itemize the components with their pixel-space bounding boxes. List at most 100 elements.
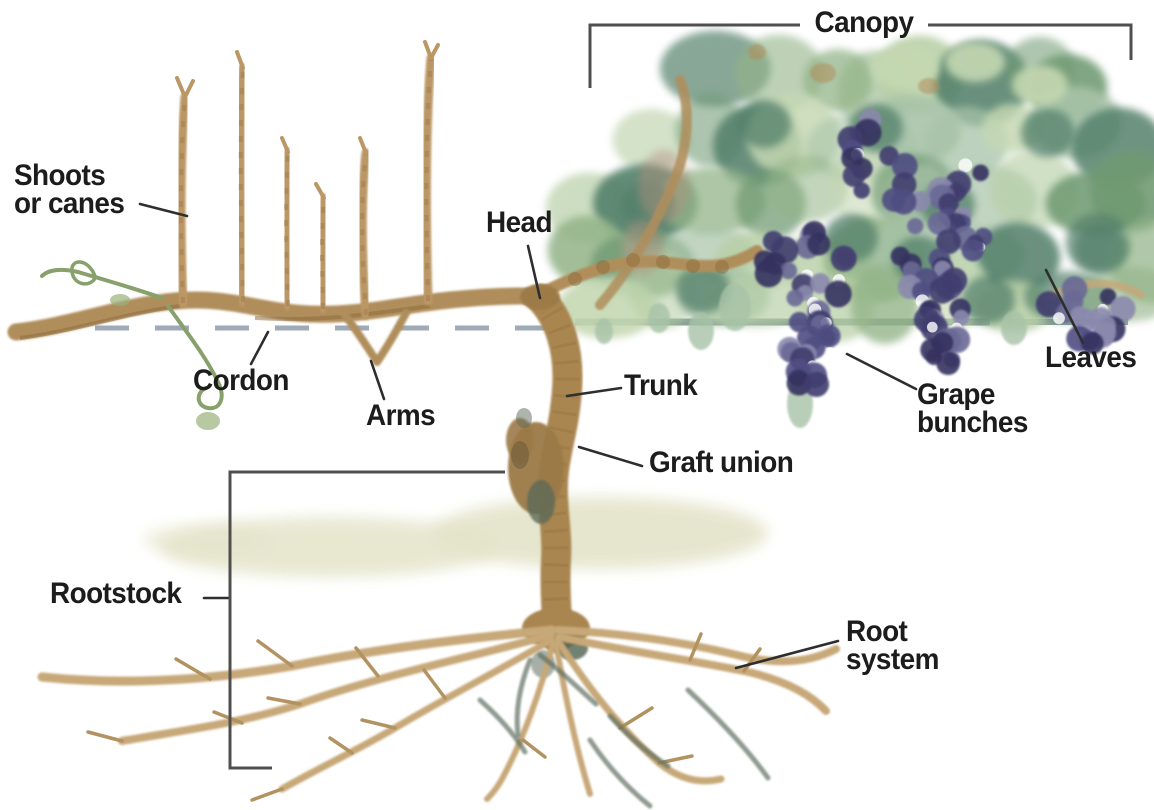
- hanging-leaf: [648, 303, 670, 333]
- grape-berry: [881, 187, 906, 212]
- root-main: [555, 633, 830, 715]
- grape-berry: [1081, 332, 1104, 355]
- shoot-texture: [179, 96, 187, 304]
- grape-berry: [830, 245, 857, 272]
- bark-patch: [511, 441, 529, 469]
- hanging-leaf: [595, 318, 613, 344]
- shoot-cane: [421, 53, 436, 306]
- root-main: [118, 631, 555, 745]
- shoot-texture: [284, 151, 290, 307]
- branch-knob: [626, 253, 640, 267]
- leader-root-system: [734, 639, 840, 670]
- label-arms: Arms: [366, 399, 436, 432]
- label-cordon: Cordon: [193, 364, 289, 397]
- root-branchlet: [86, 730, 124, 743]
- shoot-texture: [320, 197, 326, 310]
- root-branchlet: [521, 738, 547, 759]
- grape-berry: [824, 280, 852, 308]
- label-head: Head: [486, 206, 553, 239]
- canopy-bracket-left: [588, 23, 800, 88]
- root-branchlet: [266, 696, 302, 706]
- canopy-bracket-right: [928, 23, 1133, 60]
- grape-berry: [936, 351, 960, 376]
- cordon-branch: [7, 287, 552, 341]
- label-root-system: Root system: [846, 615, 939, 676]
- shoot-fork: [358, 136, 368, 155]
- painting-layer: [7, 30, 1154, 809]
- root-main: [554, 626, 840, 666]
- leader-shoots-or-canes: [138, 202, 189, 218]
- root-branchlet: [212, 710, 244, 725]
- label-shoots-or-canes: Shoots or canes: [14, 159, 125, 220]
- paint-shape: [432, 497, 768, 569]
- root-system-illustration: [37, 625, 840, 809]
- cordon-shadow: [19, 304, 181, 340]
- root-dark-accent: [477, 697, 528, 755]
- grape-bunch-top: [837, 108, 882, 199]
- tendril-leaf: [196, 412, 220, 430]
- tendril: [40, 260, 224, 430]
- brackets: [228, 23, 1133, 770]
- label-leaves: Leaves: [1045, 341, 1137, 374]
- root-dark-accent: [514, 657, 533, 738]
- grape-berry: [842, 164, 866, 187]
- hanging-leaf: [719, 283, 751, 331]
- root-main: [484, 640, 556, 802]
- shoot-fork: [314, 182, 326, 200]
- hanging-leaf: [1001, 311, 1027, 345]
- grape-highlight: [926, 321, 938, 333]
- leader-lines: [138, 202, 1085, 670]
- label-trunk: Trunk: [624, 369, 698, 402]
- grape-berry: [780, 262, 798, 280]
- paint-shape: [160, 517, 500, 577]
- arms-fork: [338, 307, 410, 366]
- hanging-leaf: [688, 312, 714, 350]
- foliage-dark-clump: [1021, 109, 1075, 157]
- leader-graft-union: [577, 445, 644, 468]
- foliage-dark-clump: [1074, 225, 1128, 273]
- grape-berry: [853, 182, 870, 199]
- grape-berry: [936, 229, 961, 255]
- root-branchlet: [174, 657, 212, 681]
- foliage-dark-clump: [961, 276, 1015, 324]
- shoot-fork: [280, 136, 290, 154]
- grape-berry: [928, 276, 956, 304]
- grape-highlight: [824, 347, 836, 358]
- grape-berry: [786, 289, 804, 307]
- root-branchlet: [354, 646, 380, 678]
- moss-patch: [516, 408, 532, 428]
- branch-knob: [715, 260, 729, 274]
- grape-berry: [809, 273, 831, 294]
- leader-grape-bunches: [845, 352, 918, 391]
- root-branchlet: [360, 718, 397, 730]
- root-branchlet: [618, 706, 654, 730]
- root-dark-accent: [607, 713, 671, 769]
- label-grape-bunches: Grape bunches: [917, 378, 1028, 439]
- paint-shape: [166, 304, 224, 411]
- grape-berry: [953, 309, 970, 326]
- canopy-branch-bit: [810, 63, 836, 83]
- label-canopy: Canopy: [814, 6, 915, 39]
- grape-berry: [961, 239, 984, 262]
- root-branchlet: [256, 639, 294, 668]
- foliage-highlight: [871, 46, 939, 90]
- leader-cordon: [249, 330, 270, 366]
- shoot-fork: [175, 76, 195, 99]
- leader-leaves: [1044, 268, 1085, 345]
- leader-arms: [369, 359, 386, 401]
- root-main: [553, 641, 593, 797]
- root-branchlet: [250, 787, 284, 802]
- grape-bunch-left: [753, 221, 857, 397]
- grape-highlight: [1053, 312, 1065, 325]
- canopy-branch-bit: [918, 78, 940, 94]
- arm-branch-right: [538, 245, 763, 298]
- root-dark-accent: [537, 652, 599, 707]
- grape-berry: [972, 164, 989, 182]
- trunk-texture: [531, 290, 580, 639]
- paint-shape: [538, 245, 763, 298]
- grape-highlight: [958, 158, 973, 173]
- branch-knob: [686, 259, 700, 273]
- tendril-curl: [70, 260, 98, 286]
- canopy-branch: [595, 75, 692, 310]
